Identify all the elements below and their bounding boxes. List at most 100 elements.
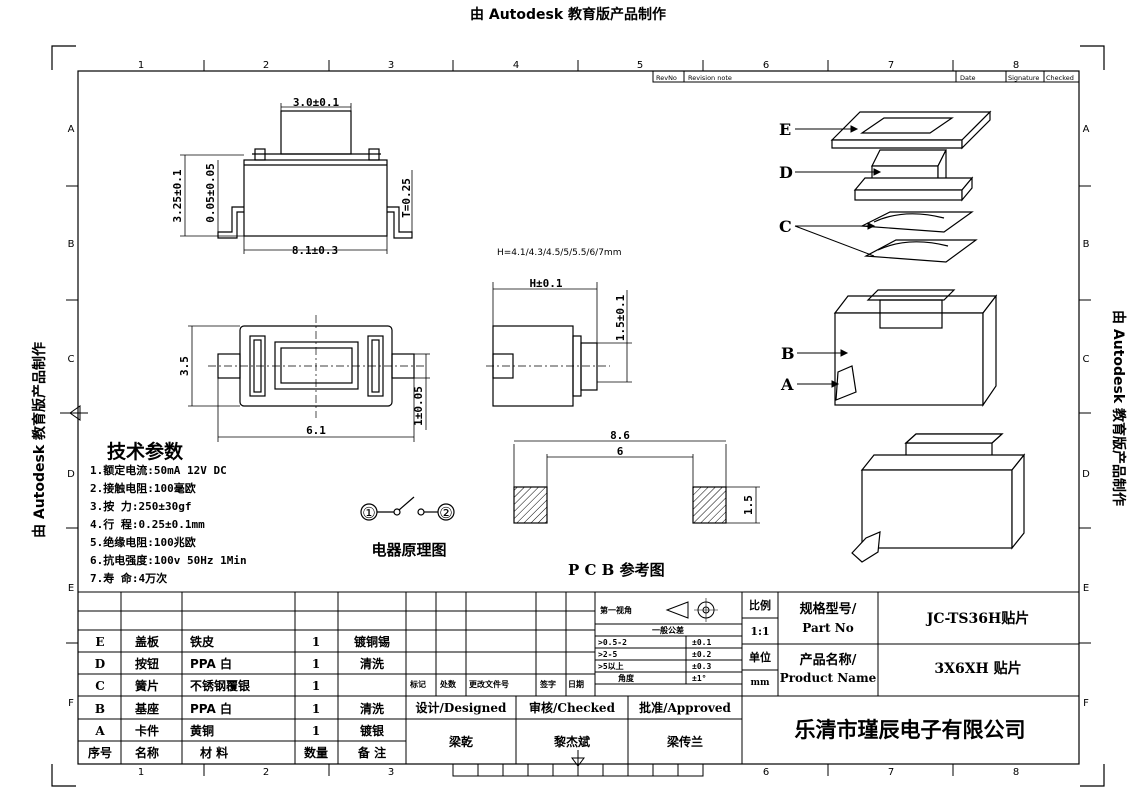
schematic-pin-2: ② bbox=[439, 504, 452, 522]
bom-id: D bbox=[95, 657, 105, 671]
dim-pcb-total: 8.6 bbox=[610, 429, 630, 442]
change-header: 标记 bbox=[409, 679, 426, 689]
checked-label: 审核/Checked bbox=[529, 700, 616, 715]
tolerance-value: ±0.1 bbox=[692, 638, 711, 647]
schematic-caption: 电器原理图 bbox=[371, 541, 446, 559]
dim-pcb-inner: 6 bbox=[617, 445, 624, 458]
rev-no-header: RevNo bbox=[656, 74, 677, 82]
row-label: B bbox=[68, 239, 75, 250]
height-options: H=4.1/4.3/4.5/5/5.5/6/7mm bbox=[497, 248, 621, 258]
approver-name: 梁传兰 bbox=[666, 734, 703, 749]
bom-qty: 1 bbox=[312, 679, 320, 693]
rev-date-header: Date bbox=[960, 74, 976, 82]
bom-name: 基座 bbox=[134, 701, 159, 716]
col-label: 6 bbox=[763, 767, 769, 778]
bom-note: 镀银 bbox=[360, 723, 385, 738]
bom-material: 不锈钢覆银 bbox=[190, 678, 251, 693]
dim-button-width: 3.0±0.1 bbox=[293, 96, 340, 109]
bom-id: B bbox=[95, 702, 105, 716]
pcb-reference bbox=[513, 440, 760, 524]
dim-terminal-width: 1±0.05 bbox=[412, 386, 425, 426]
product-label: 产品名称/ bbox=[800, 652, 857, 668]
tolerance-range: 角度 bbox=[618, 673, 635, 683]
scale-label: 比例 bbox=[749, 598, 771, 612]
tolerance-range: >5以上 bbox=[598, 661, 624, 671]
change-header: 签字 bbox=[539, 679, 556, 689]
col-label: 6 bbox=[763, 60, 769, 71]
bom-id: E bbox=[95, 635, 104, 649]
bom-header-material: 材 料 bbox=[199, 745, 228, 760]
label-c: C bbox=[779, 217, 792, 236]
row-label: D bbox=[67, 469, 75, 480]
bom-qty: 1 bbox=[312, 635, 320, 649]
bom-material: PPA 白 bbox=[190, 656, 232, 671]
tech-line: 4.行 程:0.25±0.1mm bbox=[90, 517, 205, 531]
tolerance-range: >0.5-2 bbox=[598, 638, 627, 647]
checker-name: 黎杰斌 bbox=[554, 734, 590, 749]
row-label: F bbox=[68, 698, 74, 709]
col-label: 8 bbox=[1013, 767, 1019, 778]
bom-name: 卡件 bbox=[135, 723, 159, 738]
watermark-left: 由 Autodesk 教育版产品制作 bbox=[31, 342, 48, 538]
tolerance-range: >2-5 bbox=[598, 650, 617, 659]
row-labels: A B C D E F A B C D E F bbox=[67, 124, 1090, 709]
rev-note-header: Revision note bbox=[688, 74, 732, 82]
tech-line: 1.额定电流:50mA 12V DC bbox=[90, 463, 227, 477]
product-label-en: Product Name bbox=[780, 671, 877, 685]
bom-name: 簧片 bbox=[135, 678, 159, 693]
row-label: A bbox=[68, 124, 75, 135]
top-view bbox=[188, 315, 430, 442]
bom-id: C bbox=[95, 679, 105, 693]
label-a: A bbox=[780, 375, 794, 394]
col-label: 3 bbox=[388, 767, 394, 778]
title-block-grid bbox=[78, 591, 1079, 764]
rev-checked-header: Checked bbox=[1046, 74, 1074, 82]
col-label: 7 bbox=[888, 60, 894, 71]
tech-line: 6.抗电强度:100v 50Hz 1Min bbox=[90, 553, 247, 567]
tech-title: 技术参数 bbox=[107, 440, 184, 463]
dim-side-vertical: 1.5±0.1 bbox=[614, 294, 627, 341]
zone-ticks bbox=[60, 60, 1091, 776]
tolerance-title: 一般公差 bbox=[652, 625, 684, 635]
part-no-label: 规格型号/ bbox=[800, 601, 857, 617]
row-label: C bbox=[1083, 354, 1090, 365]
front-view bbox=[180, 103, 413, 254]
approved-label: 批准/Approved bbox=[639, 700, 731, 715]
bom-header-qty: 数量 bbox=[304, 745, 328, 760]
col-label: 7 bbox=[888, 767, 894, 778]
side-view bbox=[486, 282, 632, 407]
dim-small-height: 0.05±0.05 bbox=[204, 163, 217, 223]
bom-name: 盖板 bbox=[135, 634, 160, 649]
tech-line: 7.寿 命:4万次 bbox=[90, 571, 167, 585]
col-label: 2 bbox=[263, 60, 269, 71]
label-b: B bbox=[781, 344, 795, 363]
bom-header-note: 备 注 bbox=[357, 745, 386, 760]
dim-total-height: 3.25±0.1 bbox=[171, 169, 184, 222]
col-label: 5 bbox=[637, 60, 643, 71]
bom-id: A bbox=[94, 724, 105, 738]
label-e: E bbox=[779, 120, 791, 139]
bom-note: 清洗 bbox=[360, 656, 384, 671]
tolerance-value: ±0.3 bbox=[692, 662, 711, 671]
watermark-right: 由 Autodesk 教育版产品制作 bbox=[1110, 310, 1127, 506]
dim-body-width: 8.1±0.3 bbox=[292, 244, 338, 257]
projection-symbol bbox=[665, 598, 718, 622]
unit-value: mm bbox=[750, 678, 770, 688]
row-label: F bbox=[1083, 698, 1089, 709]
column-labels-top: 1 2 3 4 5 6 7 8 bbox=[138, 60, 1019, 71]
rev-signature-header: Signature bbox=[1008, 74, 1039, 82]
col-label: 3 bbox=[388, 60, 394, 71]
column-labels-bottom: 1 2 3 6 7 8 bbox=[138, 767, 1019, 778]
bom-header-name: 名称 bbox=[135, 745, 159, 760]
switch-schematic bbox=[360, 496, 455, 521]
bom-material: 黄铜 bbox=[190, 723, 214, 738]
row-label: C bbox=[68, 354, 75, 365]
exploded-leaders bbox=[794, 125, 882, 388]
designed-label: 设计/Designed bbox=[416, 700, 507, 715]
bom-material: 铁皮 bbox=[190, 634, 214, 649]
row-label: B bbox=[1083, 239, 1090, 250]
col-label: 4 bbox=[513, 60, 519, 71]
tech-line: 5.绝缘电阻:100兆欧 bbox=[90, 535, 196, 549]
dim-top-width: 6.1 bbox=[306, 424, 326, 437]
bom-qty: 1 bbox=[312, 657, 320, 671]
